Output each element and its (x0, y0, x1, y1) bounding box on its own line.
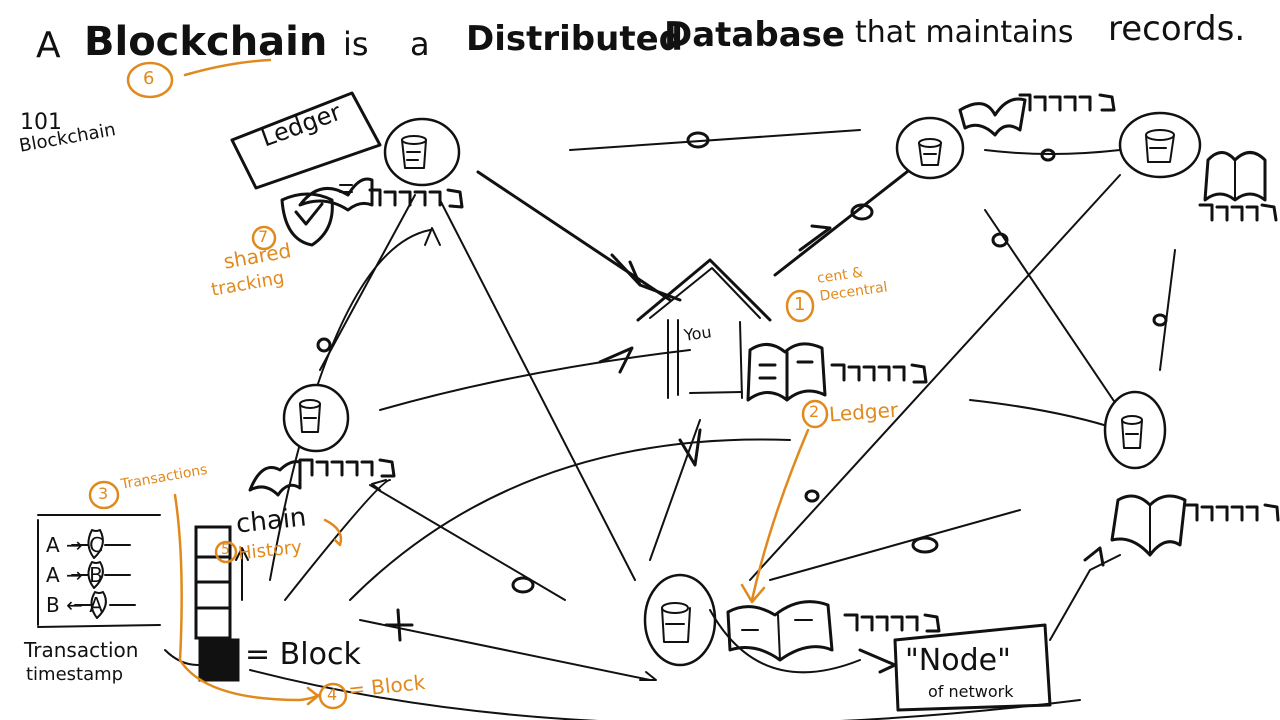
connection-line (969, 399, 1121, 431)
connection-line (439, 199, 636, 581)
connection-line (569, 129, 861, 151)
annotation-ledger: Ledger (828, 397, 899, 427)
transaction-caption-timestamp: timestamp (26, 664, 124, 685)
connection-line (349, 438, 791, 601)
side-note-101: 101 (20, 110, 62, 135)
annotation-marks (88, 61, 829, 710)
connection-line (769, 509, 1021, 581)
connection-line (984, 209, 1121, 411)
transaction-caption: Transaction (24, 638, 139, 662)
network-node (383, 117, 461, 187)
connection-markers (316, 131, 1168, 594)
house-icon (636, 258, 772, 399)
connection-line (379, 349, 691, 411)
network-node (282, 383, 350, 453)
node-box-sublabel: of network (928, 682, 1014, 701)
annotation-number-3: 3 (98, 484, 109, 503)
connection-line (649, 419, 701, 561)
connection-line (984, 149, 1121, 155)
connection-line (319, 194, 416, 371)
title-word-blockchain: Blockchain (84, 19, 328, 65)
house-label: You (682, 322, 713, 345)
book-icon (1110, 494, 1187, 557)
transaction-row: A → B (46, 563, 103, 587)
connection-line (1049, 554, 1121, 641)
network-node (1118, 111, 1202, 179)
node-box (893, 623, 1052, 712)
book-icon (746, 342, 827, 402)
chain-label: chain (234, 502, 308, 540)
checkmark-icon (280, 192, 334, 247)
book-icon (726, 600, 834, 662)
connection-line (249, 669, 1081, 720)
annotation-number-4: 4 (327, 685, 338, 704)
book-icon (958, 97, 1027, 137)
connection-line (476, 170, 672, 302)
connection-line (359, 619, 651, 681)
annotation-number-6: 6 (143, 68, 155, 89)
transaction-row: A → C (46, 533, 104, 557)
network-node (643, 573, 861, 674)
book-icon (298, 177, 374, 212)
title-word-records: records. (1108, 9, 1246, 49)
block-legend: = Block (245, 637, 361, 672)
book-icon (248, 460, 302, 497)
connection-line (269, 229, 431, 581)
network-node (1103, 390, 1167, 470)
annotation-number-5: 5 (221, 542, 230, 558)
network-node (895, 116, 965, 180)
title-word-that-maintains: that maintains (855, 15, 1074, 50)
title-word-database: Database (664, 15, 845, 55)
annotation-number-7: 7 (258, 227, 269, 246)
connection-line (1159, 249, 1176, 371)
ledger-entries (298, 93, 1280, 633)
annotation-number-2: 2 (809, 402, 820, 421)
title-word-a2: a (410, 25, 430, 63)
node-box-label: "Node" (905, 643, 1011, 678)
title-word-is: is (343, 25, 369, 63)
title-underline (183, 58, 272, 77)
transactions-box (37, 514, 161, 628)
book-icon (1203, 151, 1267, 202)
title-word-a: A (36, 25, 61, 66)
connection-line (284, 479, 391, 601)
connection-line (749, 174, 1121, 581)
connection-line (369, 484, 566, 601)
title-word-distributed: Distributed (466, 19, 683, 59)
ledger-box (230, 91, 382, 190)
annotation-number-1: 1 (794, 294, 806, 315)
transaction-row: B ← A (46, 593, 103, 617)
